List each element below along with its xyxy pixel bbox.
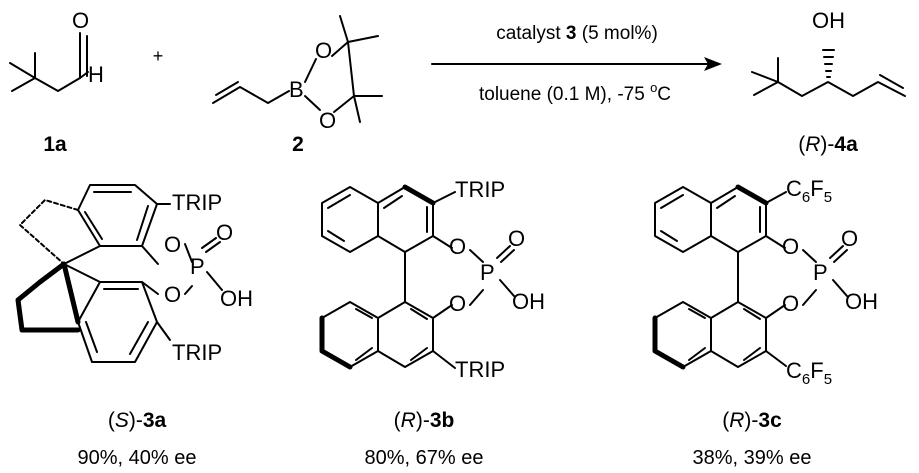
catalyst-3c-result: 38%, 39% ee: [693, 447, 812, 469]
catalyst-3a-hydroxyl: OH: [220, 286, 253, 311]
catalyst-3a-structure: O O P O OH TRIP TRIP: [15, 184, 253, 365]
boronate-2-structure: B O O: [212, 15, 383, 133]
catalyst-3b-oxo: O: [508, 226, 525, 251]
catalyst-3c-hydroxyl: OH: [845, 289, 878, 314]
reaction-arrow: [431, 57, 722, 71]
catalyst-condition: catalyst 3 (5 mol%): [496, 23, 658, 44]
catalyst-label-3a: (S)-3a: [108, 409, 167, 432]
catalyst-3c-structure: O O P O OH C6F5 C6F5: [652, 176, 878, 388]
catalyst-3b-hydroxyl: OH: [512, 289, 545, 314]
catalyst-3b-phosphorus: P: [480, 260, 495, 285]
catalyst-3a-trip-top: TRIP: [172, 190, 222, 215]
catalyst-3a-trip-bottom: TRIP: [172, 340, 222, 365]
catalyst-3b-trip-bottom: TRIP: [455, 357, 505, 382]
catalyst-3c-pentafluorophenyl-top: C6F5: [786, 176, 832, 206]
hydroxyl-group: OH: [812, 8, 845, 33]
catalyst-3a-oxygen-2: O: [164, 282, 181, 307]
catalyst-3b-trip-top: TRIP: [455, 177, 505, 202]
catalyst-3b-result: 80%, 67% ee: [365, 447, 484, 469]
solvent-temperature-condition: toluene (0.1 M), -75 oC: [479, 80, 671, 105]
catalyst-3c-oxo: O: [841, 226, 858, 251]
catalyst-3a-oxygen-1: O: [164, 232, 181, 257]
catalyst-3c-pentafluorophenyl-bottom: C6F5: [786, 358, 832, 388]
boronate-oxygen-bottom: O: [319, 108, 336, 133]
catalyst-3b-oxygen-1: O: [449, 234, 466, 259]
catalyst-label-3b: (R)-3b: [394, 409, 455, 432]
aldehyde-oxygen: O: [72, 8, 89, 33]
catalyst-3a-result: 90%, 40% ee: [78, 447, 197, 469]
compound-label-1a: 1a: [43, 133, 67, 156]
aldehyde-hydrogen: H: [88, 62, 104, 87]
catalyst-3a-phosphorus: P: [190, 254, 205, 279]
compound-label-2: 2: [292, 133, 304, 156]
aldehyde-1a-structure: O H: [9, 8, 104, 92]
product-4a-structure: OH: [751, 8, 906, 97]
catalyst-3c-phosphorus: P: [813, 260, 828, 285]
plus-sign: +: [153, 46, 164, 66]
boronate-oxygen-top: O: [315, 38, 332, 63]
catalyst-label-3c: (R)-3c: [722, 409, 782, 432]
compound-label-4a: (R)-4a: [798, 133, 858, 156]
catalyst-3b-oxygen-2: O: [449, 291, 466, 316]
catalyst-3c-oxygen-1: O: [782, 234, 799, 259]
catalyst-3a-oxo: O: [216, 220, 233, 245]
boron-atom: B: [289, 77, 304, 102]
catalyst-3b-structure: O O P O OH TRIP TRIP: [319, 177, 545, 382]
catalyst-3c-oxygen-2: O: [782, 291, 799, 316]
